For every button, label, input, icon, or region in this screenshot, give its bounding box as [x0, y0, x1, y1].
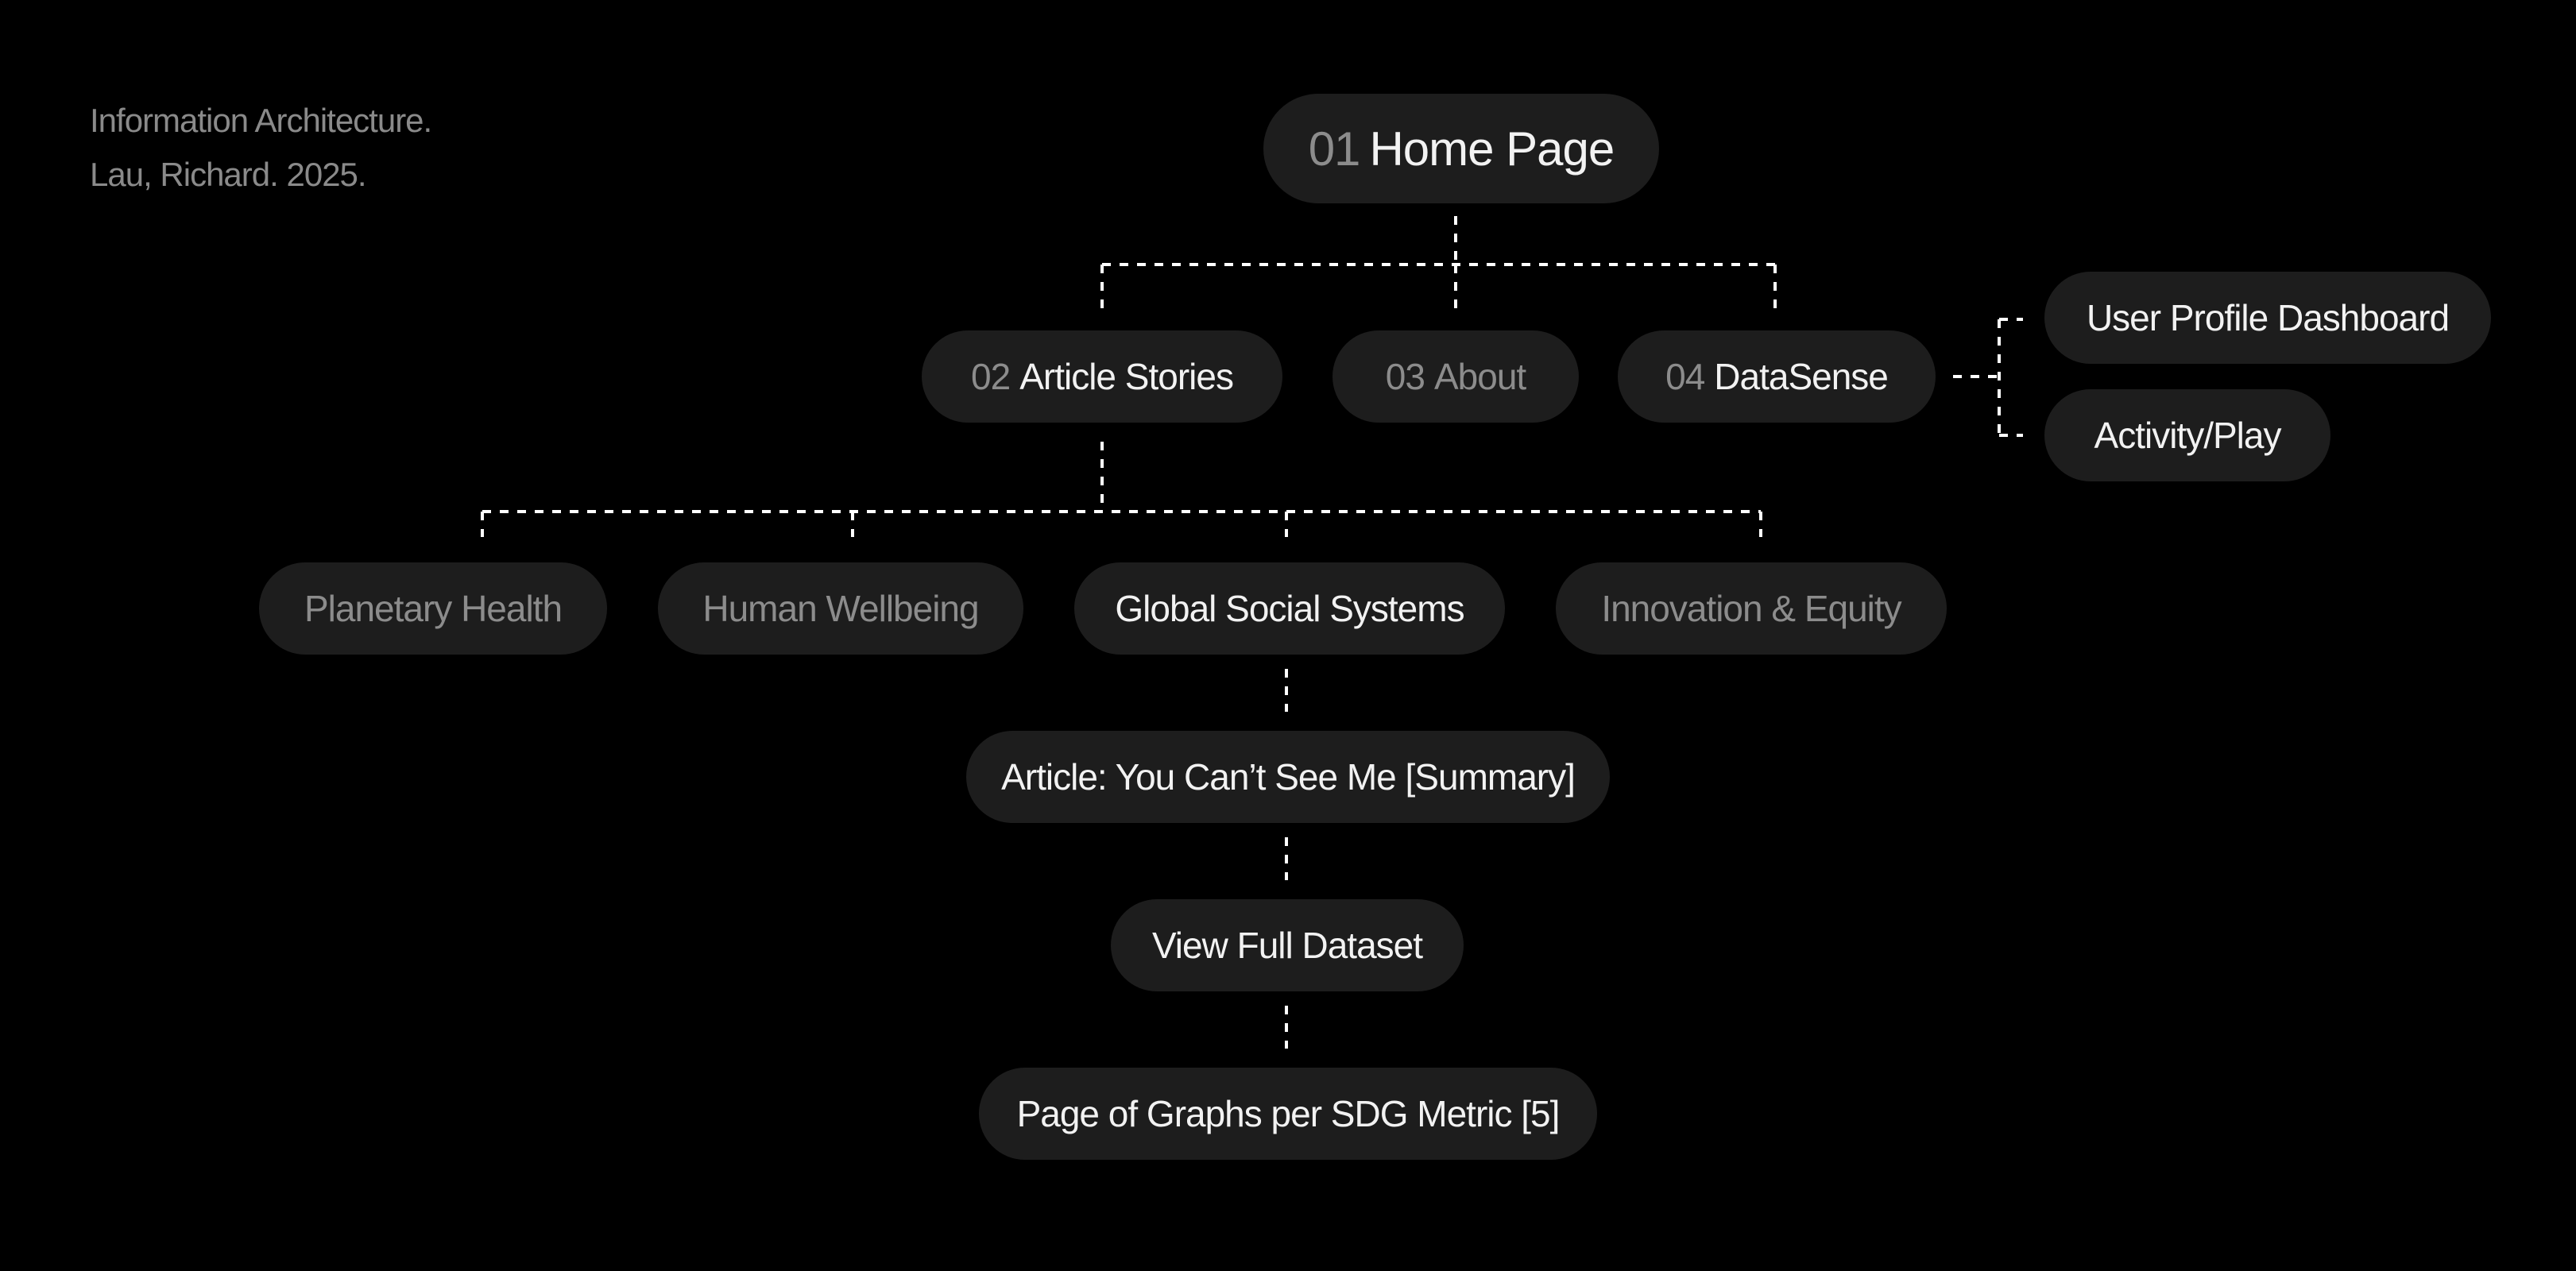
node-global-social-systems[interactable]: Global Social Systems [1074, 562, 1505, 655]
node-datasense[interactable]: 04 DataSense [1618, 330, 1936, 423]
node-label: View Full Dataset [1151, 925, 1423, 966]
node-label: Human Wellbeing [702, 588, 979, 629]
node-user-profile-dashboard[interactable]: User Profile Dashboard [2044, 272, 2491, 364]
node-label: About [1433, 356, 1526, 397]
node-innovation-equity[interactable]: Innovation & Equity [1556, 562, 1947, 655]
node-label: Innovation & Equity [1601, 588, 1901, 629]
node-number: 01 [1308, 122, 1361, 176]
node-view-full-dataset[interactable]: View Full Dataset [1111, 899, 1464, 991]
node-label: Home Page [1369, 122, 1615, 176]
node-label: Global Social Systems [1115, 588, 1464, 629]
node-number: 02 [971, 356, 1011, 397]
node-number: 03 [1385, 356, 1425, 397]
node-label: Article Stories [1019, 356, 1234, 397]
node-human-wellbeing[interactable]: Human Wellbeing [658, 562, 1023, 655]
node-label: DataSense [1714, 356, 1889, 397]
node-graphs-per-sdg-metric[interactable]: Page of Graphs per SDG Metric [5] [979, 1068, 1597, 1160]
node-label: Planetary Health [304, 588, 563, 629]
node-label: Article: You Can’t See Me [Summary] [1001, 756, 1576, 798]
node-label: User Profile Dashboard [2086, 297, 2450, 338]
node-home-page[interactable]: 01 Home Page [1263, 94, 1659, 203]
node-article-stories[interactable]: 02 Article Stories [922, 330, 1282, 423]
node-activity-play[interactable]: Activity/Play [2044, 389, 2330, 481]
node-about[interactable]: 03 About [1332, 330, 1579, 423]
node-planetary-health[interactable]: Planetary Health [259, 562, 607, 655]
node-label: Activity/Play [2094, 415, 2282, 456]
node-number: 04 [1665, 356, 1705, 397]
node-article-summary[interactable]: Article: You Can’t See Me [Summary] [966, 731, 1610, 823]
caption-title: Information Architecture. [90, 102, 432, 139]
caption-author: Lau, Richard. 2025. [90, 156, 367, 193]
node-label: Page of Graphs per SDG Metric [5] [1016, 1093, 1561, 1134]
